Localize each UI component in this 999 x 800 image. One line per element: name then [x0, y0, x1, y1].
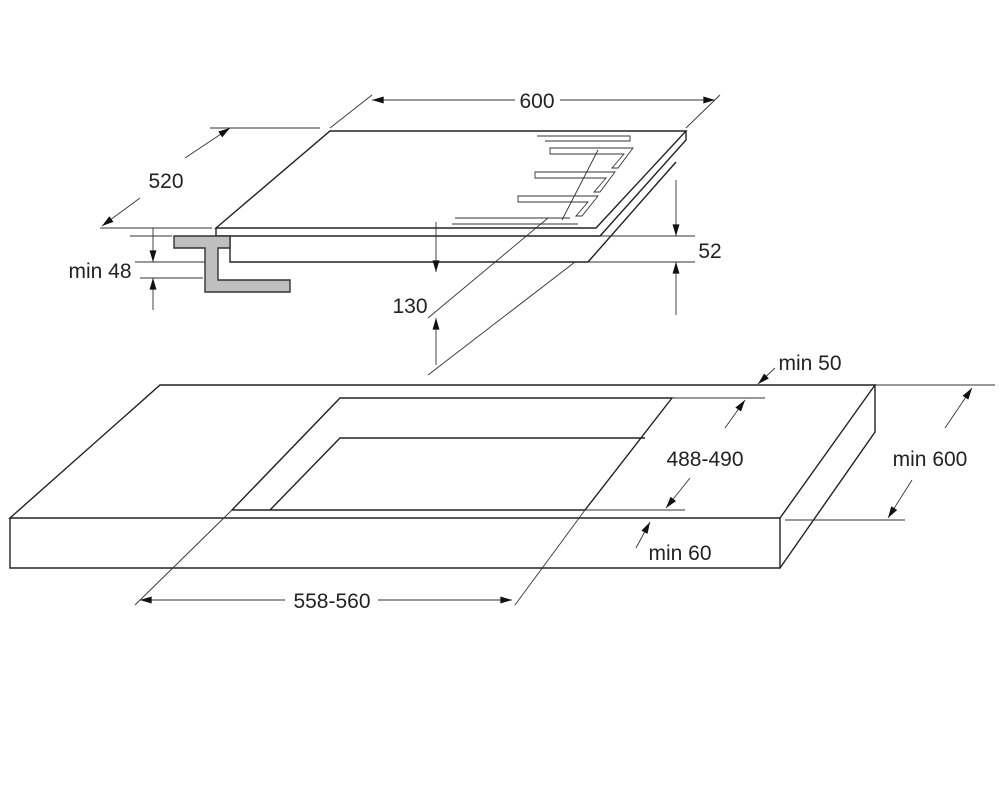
height-52-label: 52 — [698, 240, 721, 263]
width-600-label: 600 — [519, 90, 554, 113]
countertop-top — [8, 384, 877, 519]
cutout-outer — [230, 397, 674, 511]
mounting-bracket — [173, 235, 291, 293]
countertop-side — [779, 385, 876, 569]
hob-controls — [452, 135, 634, 225]
cutout-width-label: 558-560 — [293, 590, 370, 613]
hob-glass-edge — [215, 131, 687, 237]
bracket-min-48-label: min 48 — [68, 260, 131, 283]
cutout-inner — [269, 437, 645, 511]
countertop-drawing — [8, 384, 877, 569]
countertop-dimensions: min 50 488-490 min 600 min 60 558-560 — [134, 352, 995, 613]
cutout-depth-label: 488-490 — [666, 448, 743, 471]
worktop-depth-label: min 600 — [893, 448, 968, 471]
min-50-label: min 50 — [778, 352, 841, 375]
hob-body — [229, 161, 677, 263]
clearance-130-label: 130 — [392, 295, 427, 318]
hob-top-surface — [214, 130, 688, 229]
countertop-front — [9, 518, 781, 569]
depth-520-label: 520 — [148, 170, 183, 193]
min-60-label: min 60 — [648, 542, 711, 565]
hob-dimensions: 600 520 min 48 52 130 — [68, 90, 722, 376]
hob-drawing — [173, 130, 688, 293]
